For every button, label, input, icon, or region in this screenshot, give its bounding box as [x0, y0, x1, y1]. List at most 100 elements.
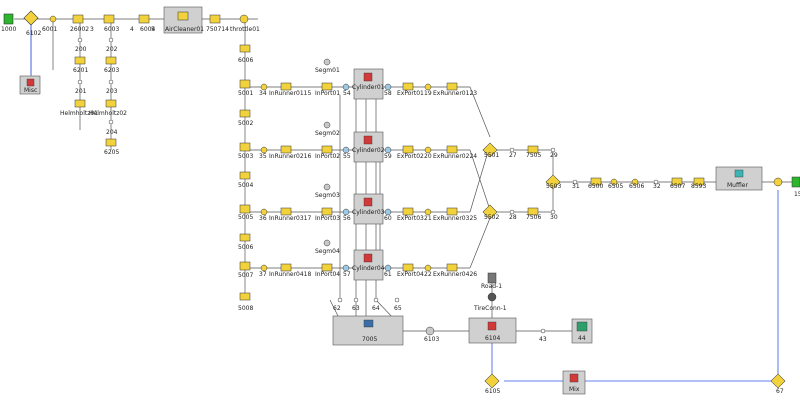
pipe-6500[interactable] [590, 177, 602, 186]
node-202[interactable] [108, 37, 114, 43]
node-200[interactable] [77, 37, 83, 43]
orifice-21[interactable] [424, 208, 432, 216]
pipe-exrunner0325[interactable] [446, 207, 458, 216]
junction-67-icon[interactable] [773, 177, 783, 187]
pipe-8593[interactable] [693, 177, 705, 186]
aircleaner-block[interactable]: AirCleaner01 [163, 6, 204, 34]
pipe-exrunner0224[interactable] [446, 145, 458, 154]
pipe-7506[interactable] [527, 207, 539, 216]
segment-icon-4[interactable] [323, 239, 331, 247]
split-5007[interactable] [239, 261, 251, 271]
pipe-5008[interactable] [239, 292, 251, 301]
node-27[interactable] [509, 147, 515, 153]
node-43[interactable] [540, 328, 546, 334]
junction-6102[interactable] [23, 10, 39, 26]
throttle-icon[interactable] [239, 14, 249, 24]
node-204[interactable] [108, 119, 114, 125]
segment-icon-2[interactable] [323, 121, 331, 129]
valve-in-54[interactable] [342, 83, 350, 91]
junction-6105[interactable] [484, 373, 500, 389]
pipe-5002[interactable] [239, 109, 251, 118]
pipe-5004[interactable] [239, 171, 251, 180]
valve-ex-59[interactable] [384, 146, 392, 154]
pipe-26002[interactable] [72, 14, 84, 24]
node-201[interactable] [77, 79, 83, 85]
orifice-19[interactable] [424, 83, 432, 91]
pipe-export02[interactable] [402, 145, 414, 154]
split-5001[interactable] [239, 79, 251, 89]
orifice-22[interactable] [424, 264, 432, 272]
helmholtz02-block[interactable] [105, 99, 117, 108]
pipe-inrunner0317[interactable] [280, 207, 292, 216]
mix-block[interactable]: Mix [562, 370, 586, 395]
road-icon[interactable] [487, 272, 497, 284]
label-6004: 6004 [140, 26, 155, 33]
orifice-34[interactable] [260, 83, 268, 91]
pipe-inport03[interactable] [321, 207, 333, 216]
node-6001[interactable] [49, 15, 57, 23]
valve-in-57[interactable] [342, 264, 350, 272]
pipe-7505[interactable] [527, 145, 539, 154]
node-32[interactable] [653, 179, 659, 185]
pipe-inrunner0115[interactable] [280, 82, 292, 91]
pipe-inrunner0216[interactable] [280, 145, 292, 154]
orifice-35[interactable] [260, 146, 268, 154]
label-5003: 5003 [238, 153, 253, 160]
misc-block-left[interactable]: Misc [19, 75, 41, 95]
engine-block-7005[interactable]: 7005 [332, 315, 404, 346]
segment-icon-3[interactable] [323, 183, 331, 191]
pipe-export01[interactable] [402, 82, 414, 91]
node-63[interactable] [353, 297, 359, 303]
valve-in-55[interactable] [342, 146, 350, 154]
pipe-inport02[interactable] [321, 145, 333, 154]
muffler-block[interactable]: Muffler [715, 166, 763, 191]
node-29[interactable] [550, 147, 556, 153]
valve-ex-58[interactable] [384, 83, 392, 91]
monitor-block-44[interactable]: 44 [571, 318, 593, 344]
boundary-block-15[interactable] [791, 176, 800, 188]
pipe-6006[interactable] [239, 44, 251, 53]
boundary-block-1000[interactable] [3, 13, 14, 25]
tire-icon[interactable] [487, 292, 497, 302]
valve-in-56[interactable] [342, 208, 350, 216]
vehicle-block-6104[interactable]: 6104 [468, 317, 517, 344]
orifice-20[interactable] [424, 146, 432, 154]
pipe-export04[interactable] [402, 263, 414, 272]
pipe-6003[interactable] [103, 14, 115, 24]
orifice-6505[interactable] [610, 178, 618, 186]
orifice-6506[interactable] [631, 178, 639, 186]
pipe-6004[interactable] [138, 14, 150, 24]
pipe-inrunner0418[interactable] [280, 263, 292, 272]
node-62[interactable] [337, 297, 343, 303]
orifice-37[interactable] [260, 264, 268, 272]
junction-5502[interactable] [482, 204, 498, 220]
pipe-6201[interactable] [74, 56, 86, 65]
pipe-750714[interactable] [209, 14, 221, 24]
pipe-6203[interactable] [105, 56, 117, 65]
node-64[interactable] [373, 297, 379, 303]
pipe-6507[interactable] [671, 177, 683, 186]
junction-5501[interactable] [482, 142, 498, 158]
junction-67[interactable] [770, 373, 786, 389]
node-30[interactable] [550, 209, 556, 215]
node-31[interactable] [572, 179, 578, 185]
segment-icon-1[interactable] [323, 58, 331, 66]
junction-5503[interactable] [545, 174, 561, 190]
pipe-5006[interactable] [239, 233, 251, 242]
helmholtz01-block[interactable] [74, 99, 86, 108]
split-5005[interactable] [239, 204, 251, 214]
pipe-export03[interactable] [402, 207, 414, 216]
valve-ex-61[interactable] [384, 264, 392, 272]
split-5003[interactable] [239, 142, 251, 152]
pipe-6205[interactable] [105, 138, 117, 147]
node-65[interactable] [394, 297, 400, 303]
pipe-inport01[interactable] [321, 82, 333, 91]
pipe-exrunner0426[interactable] [446, 263, 458, 272]
valve-ex-60[interactable] [384, 208, 392, 216]
node-203[interactable] [108, 79, 114, 85]
shaft-6103-icon[interactable] [425, 326, 435, 336]
orifice-36[interactable] [260, 208, 268, 216]
pipe-exrunner0123[interactable] [446, 82, 458, 91]
pipe-inport04[interactable] [321, 263, 333, 272]
node-28[interactable] [509, 209, 515, 215]
